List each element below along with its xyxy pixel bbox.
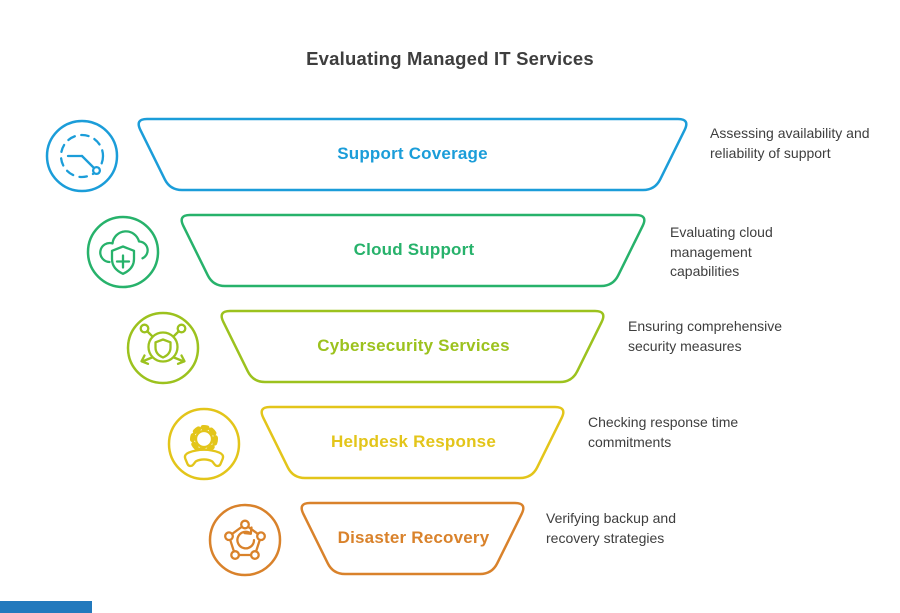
funnel-segment <box>220 309 605 384</box>
accent-bar <box>0 601 92 613</box>
gear-handset-icon <box>167 407 241 481</box>
funnel-segment <box>260 405 565 480</box>
row-description: Checking response time commitments <box>588 414 739 450</box>
funnel-segment <box>180 213 646 288</box>
row-label: Support Coverage <box>337 144 488 163</box>
network-shield-icon <box>126 311 200 385</box>
row-label: Cloud Support <box>353 240 475 259</box>
funnel-segment <box>300 501 525 576</box>
uptime-clock-icon <box>45 119 119 193</box>
row-description: Evaluating cloud management capabilities <box>670 224 773 280</box>
row-description: Verifying backup and recovery strategies <box>546 510 676 546</box>
cloud-shield-plus-icon <box>86 215 160 289</box>
recovery-network-icon <box>208 503 282 577</box>
row-label: Disaster Recovery <box>337 528 490 547</box>
row-description: Assessing availability and reliability o… <box>710 125 870 161</box>
page-title: Evaluating Managed IT Services <box>306 48 594 69</box>
row-label: Helpdesk Response <box>331 432 496 451</box>
row-label: Cybersecurity Services <box>317 336 510 355</box>
funnel-segment <box>137 117 688 192</box>
row-description: Ensuring comprehensive security measures <box>628 318 783 354</box>
